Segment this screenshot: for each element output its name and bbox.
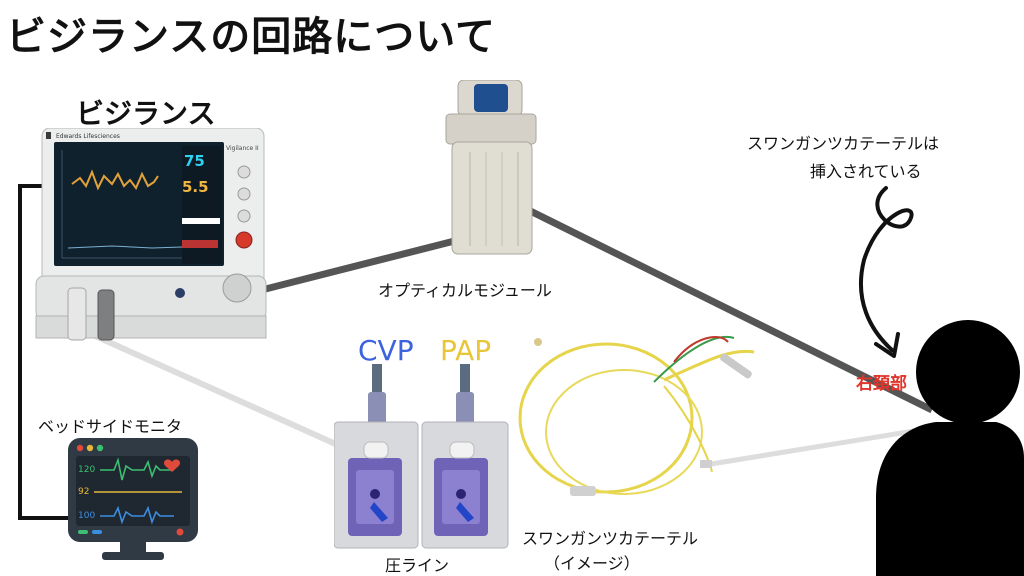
swan-ganz-catheter-device [518,335,755,496]
vigilance-value-top: 75 [184,152,205,170]
bedside-monitor-device: 120 92 100 [68,438,198,560]
pressure-line-label: 圧ライン [385,556,450,575]
bedside-value-3: 100 [78,511,95,521]
page-title: ビジランスの回路について [6,14,496,60]
optical-patient-cable [498,192,934,414]
vigilance-pressure-line [80,327,362,458]
vigilance-label: ビジランス [76,97,216,130]
bedside-monitor-label: ベッドサイドモニタ [38,417,183,436]
patient-silhouette [876,320,1024,576]
catheter-patient-line [704,425,933,468]
note-line-2: 挿入されている [810,162,922,181]
cvp-label: CVP [358,334,414,367]
catheter-image-note: （イメージ） [544,554,640,573]
vigilance-monitor-cable [18,184,74,520]
vigilance-brand: Edwards Lifesciences [56,133,120,140]
catheter-label: スワンガンツカテーテル [522,529,699,548]
vigilance-value-bottom: 5.5 [182,178,209,196]
note-line-1: スワンガンツカテーテルは [747,134,940,153]
bedside-value-1: 120 [78,465,95,475]
right-neck-label: 右頚部 [856,374,907,394]
vigilance-trend-wave [71,169,159,191]
bedside-wave-blue [100,505,174,525]
optical-module-label: オプティカルモジュール [378,281,552,300]
heart-icon [164,459,180,472]
insertion-arrow [859,186,914,358]
pressure-line-device [334,364,509,549]
vigilance-device: 75 5.5 Edwards Lifesciences Vigilance II [35,128,267,341]
bedside-wave-green [100,457,174,481]
pap-label: PAP [440,334,492,367]
vigilance-model: Vigilance II [226,145,259,152]
optical-module-device [445,80,537,255]
bedside-value-2: 92 [78,487,89,497]
